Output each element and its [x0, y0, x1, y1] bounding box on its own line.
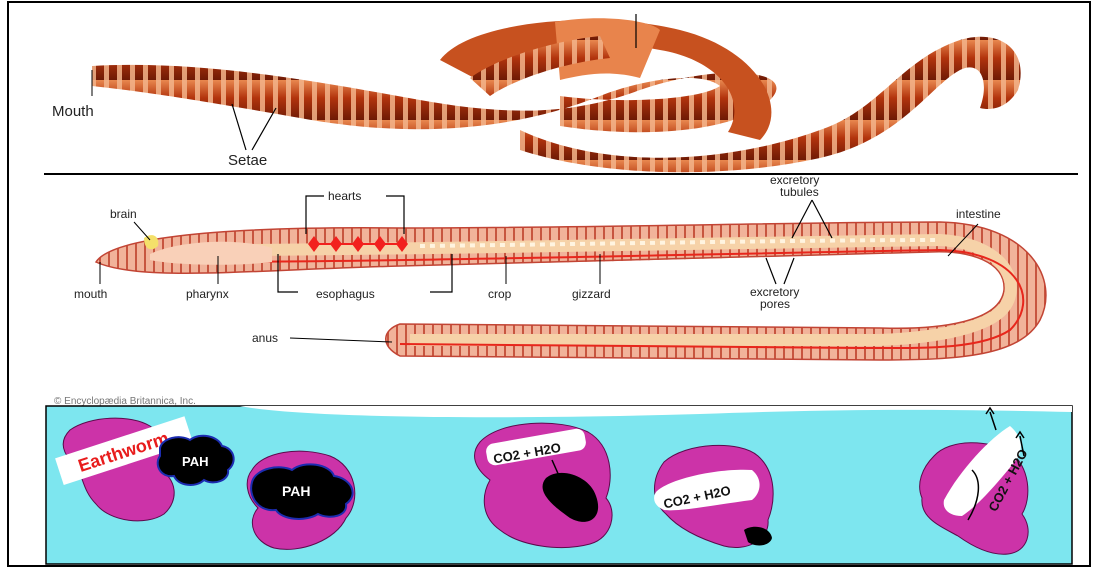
label-brain: brain: [110, 207, 137, 221]
label-gizzard: gizzard: [572, 287, 611, 301]
label-hearts: hearts: [328, 189, 361, 203]
label-excretory-tubules-line2: tubules: [780, 185, 819, 199]
label-anus: anus: [252, 331, 278, 345]
label-crop: crop: [488, 287, 512, 301]
label-esophagus: esophagus: [316, 287, 375, 301]
label-mouth-external: Mouth: [52, 103, 94, 120]
middle-panel-internal-anatomy: hearts brain excretory tubules intestine…: [54, 173, 1046, 407]
pah-label-2: PAH: [282, 483, 311, 499]
label-excretory-pores-line2: pores: [760, 297, 790, 311]
label-mouth-internal: mouth: [74, 287, 107, 301]
label-pharynx: pharynx: [186, 287, 229, 301]
top-panel-external-worm: Mouth Setae: [52, 14, 1021, 172]
pores-pointers: [766, 258, 794, 284]
label-intestine: intestine: [956, 207, 1001, 221]
brain-pointer: [134, 222, 150, 240]
bottom-panel-pah-degradation: Earthworm PAH PAH CO2 + H2O CO2 + H2O CO…: [46, 406, 1072, 564]
pah-label-1: PAH: [182, 454, 208, 469]
worm-body-front: [92, 65, 776, 132]
label-setae: Setae: [228, 152, 267, 169]
anus-pointer: [290, 338, 392, 342]
